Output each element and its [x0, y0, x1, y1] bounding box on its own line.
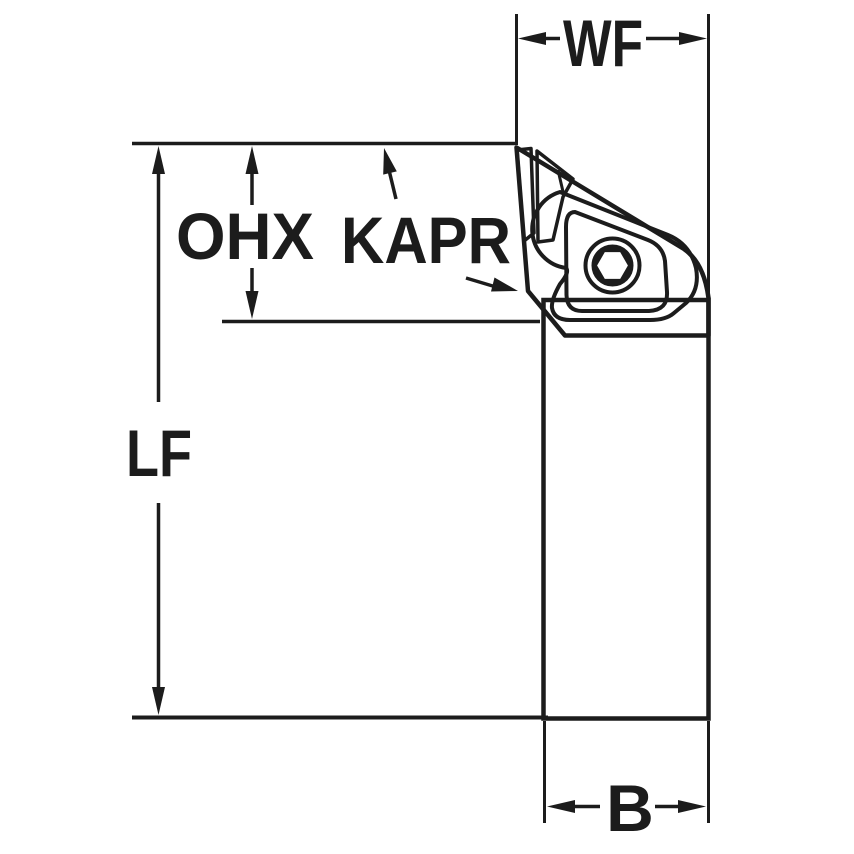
- screw-outer-circle: [583, 236, 642, 295]
- wf-arrow-left-icon: [518, 32, 546, 45]
- b-label: B: [606, 771, 654, 845]
- tool-shank: [541, 297, 711, 721]
- lf-dimension: LF: [126, 146, 192, 715]
- reference-lines: [132, 14, 710, 823]
- wf-label: WF: [563, 6, 643, 80]
- cutting-insert: [515, 146, 575, 244]
- wf-dimension: WF: [518, 6, 707, 80]
- b-arrow-left-icon: [547, 800, 575, 813]
- tool-body: [514, 145, 711, 721]
- hex-socket-icon: [592, 247, 633, 284]
- insert-clamp: [530, 190, 699, 322]
- ohx-label: OHX: [176, 199, 314, 273]
- kapr-dimension: KAPR: [341, 148, 518, 292]
- kapr-arrow-tip-icon: [491, 277, 518, 292]
- ohx-arrow-down-icon: [245, 291, 259, 319]
- insert-front-facet: [515, 146, 536, 243]
- lf-label: LF: [126, 416, 192, 490]
- kapr-arrow-up-icon: [383, 148, 397, 175]
- insert-facet-edge: [556, 169, 566, 197]
- insert-seat: [564, 210, 670, 313]
- ohx-dimension: OHX: [176, 146, 314, 319]
- kapr-label: KAPR: [341, 203, 511, 277]
- lf-arrow-down-icon: [152, 687, 165, 715]
- screw-inner-circle: [591, 244, 634, 287]
- ohx-arrow-up-icon: [245, 146, 259, 174]
- wf-arrow-right-icon: [679, 32, 707, 45]
- b-dimension: B: [547, 771, 706, 845]
- insert-top-facet: [535, 149, 575, 244]
- lf-arrow-up-icon: [152, 146, 165, 174]
- b-arrow-right-icon: [678, 800, 706, 813]
- hex-screw: [583, 236, 642, 295]
